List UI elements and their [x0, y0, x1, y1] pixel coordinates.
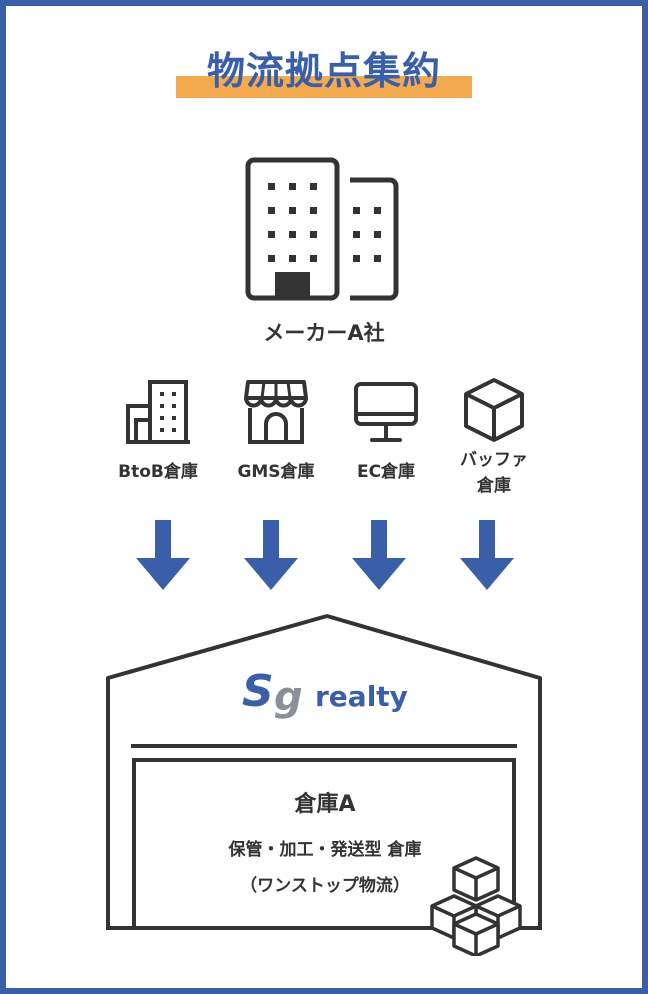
warehouse-label-ec: EC倉庫 [356, 462, 416, 482]
monitor-icon [354, 382, 418, 442]
warehouse-label-buffer-line2: 倉庫 [477, 476, 511, 496]
storefront-icon [244, 380, 308, 444]
down-arrow-icon [136, 520, 190, 590]
title-highlight [176, 76, 472, 98]
warehouse-outline [106, 614, 542, 930]
hub-description: 保管・加工・発送型 倉庫 [228, 840, 422, 860]
page-title: 物流拠点集約 [206, 49, 441, 93]
hub-subtitle: （ワンストップ物流） [240, 876, 410, 896]
sg-logo-mark: S g [242, 666, 303, 720]
down-arrow-icon [244, 520, 298, 590]
maker-label: メーカーA社 [263, 321, 385, 345]
warehouse-label-buffer-line1: バッファ [460, 450, 528, 470]
hub-title: 倉庫A [294, 792, 356, 817]
stacked-boxes-icon [430, 856, 522, 956]
warehouse-label-btob: BtoB倉庫 [118, 462, 198, 482]
office-building-icon [245, 157, 399, 301]
svg-text:g: g [274, 674, 303, 720]
logo-wordmark: realty [315, 680, 408, 713]
building-icon [126, 380, 190, 444]
down-arrow-icon [352, 520, 406, 590]
title-block: 物流拠点集約 [176, 46, 472, 104]
warehouse-label-gms: GMS倉庫 [237, 462, 315, 482]
box-icon [464, 378, 524, 442]
svg-text:S: S [242, 666, 274, 717]
down-arrow-icon [460, 520, 514, 590]
